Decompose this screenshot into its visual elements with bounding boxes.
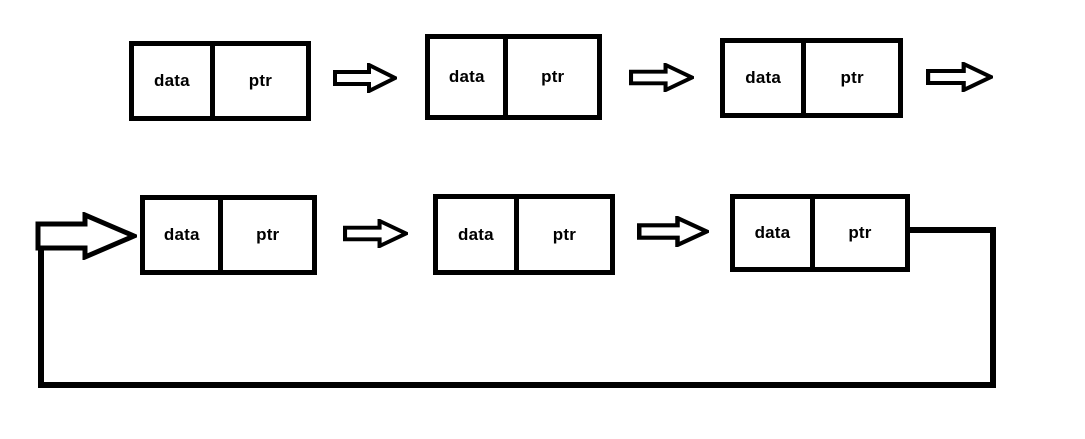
list-node-3: data ptr [720, 38, 903, 118]
node3-data-cell: data [725, 43, 807, 113]
node5-data-label: data [458, 224, 494, 244]
block-arrow-entry-icon [35, 212, 137, 260]
node6-ptr-cell: ptr [815, 199, 905, 267]
block-arrow-right-icon-5 [637, 216, 709, 247]
node3-data-label: data [745, 68, 782, 87]
block-arrow-right-icon-3 [926, 62, 993, 92]
block-arrow-right-icon-2 [629, 63, 694, 92]
node1-data-label: data [154, 71, 190, 90]
node5-ptr-label: ptr [552, 224, 577, 244]
node1-data-cell: data [134, 46, 215, 116]
block-arrow-right-icon-1 [333, 63, 397, 93]
node2-data-cell: data [430, 39, 509, 115]
list-node-4: data ptr [140, 195, 317, 275]
node6-ptr-label: ptr [848, 223, 872, 242]
node1-ptr-label: ptr [248, 71, 273, 90]
node1-ptr-cell: ptr [215, 46, 306, 116]
node4-ptr-label: ptr [256, 225, 280, 244]
node2-data-label: data [448, 67, 485, 86]
node5-data-cell: data [438, 199, 519, 270]
node3-ptr-label: ptr [840, 68, 864, 87]
block-arrow-right-icon-4 [343, 219, 408, 248]
node4-data-label: data [163, 225, 200, 244]
node4-ptr-cell: ptr [223, 200, 312, 270]
node2-ptr-label: ptr [541, 67, 565, 86]
list-node-2: data ptr [425, 34, 602, 120]
list-node-5: data ptr [433, 194, 615, 275]
node5-ptr-cell: ptr [519, 199, 610, 270]
node4-data-cell: data [145, 200, 224, 270]
list-node-1: data ptr [129, 41, 311, 121]
node6-data-label: data [754, 223, 791, 242]
node3-ptr-cell: ptr [806, 43, 898, 113]
node6-data-cell: data [735, 199, 815, 267]
list-node-6: data ptr [730, 194, 910, 272]
node2-ptr-cell: ptr [508, 39, 597, 115]
